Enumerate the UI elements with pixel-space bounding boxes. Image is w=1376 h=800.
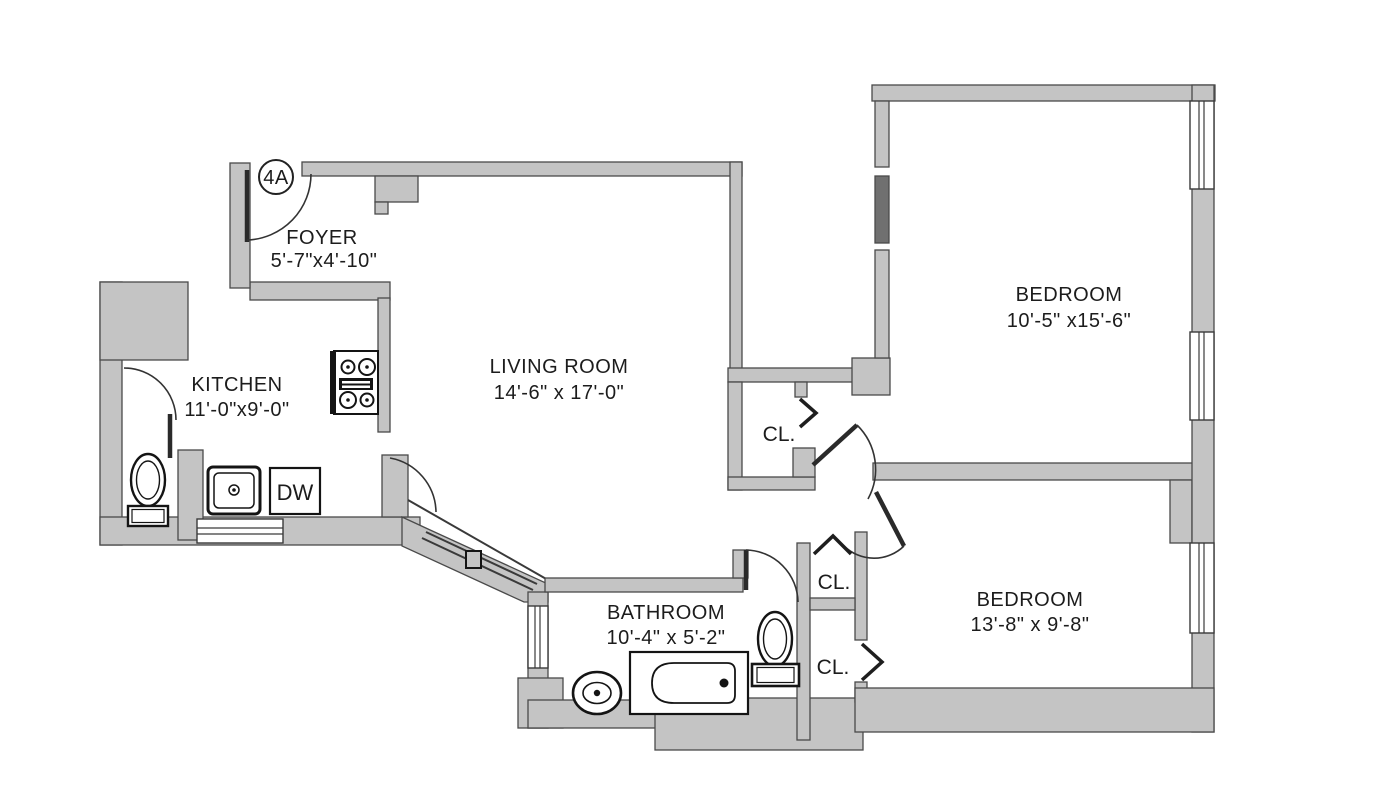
bathtub-icon [628,650,750,716]
room-dims-living-room: 14'-6" x 17'-0" [494,382,625,404]
bedroom1-door-leaf [811,423,859,467]
room-label-foyer: FOYER [286,227,357,249]
wall-hall-corner-block [851,357,891,396]
dishwasher-body [268,466,322,516]
kitchen-passage-swing-arc [389,457,437,513]
window-bathroom [527,605,549,669]
stove-grate [339,378,373,390]
room-dims-bathroom: 10'-4" x 5'-2" [607,627,726,649]
wall-cl1-jamb-block [792,447,816,478]
unit-label: 4A [263,167,289,189]
stove-burner-dot [346,365,350,369]
wall-living-top [301,161,743,177]
wall-bottom-right [854,687,1215,733]
bathroom-sink-icon [571,670,623,716]
window-bedroom1-lower [1189,331,1215,421]
entry-door-swing-arc [246,173,312,241]
wall-cl1-jamb-top [794,381,808,398]
sink-drain-dot [232,488,236,492]
room-label-living-room: LIVING ROOM [490,356,629,378]
bathroom-sink-drain [593,689,601,697]
window-bedroom2 [1189,542,1215,634]
kitchen-sink-icon [206,465,262,516]
wall-cl2-cl3-divider [809,597,856,611]
closet2-bifold-door [812,533,853,556]
room-dims-foyer: 5'-7"x4'-10" [271,250,378,272]
bedroom2-door-swing-arc [843,545,905,559]
wall-bedroom1-left-lower [874,249,890,359]
stove-grate-slot [342,385,370,388]
toilet-icon [126,452,170,528]
wall-diagonal-inner-edge [407,499,549,581]
stove-back-panel [330,351,336,414]
bedroom2-door-leaf [874,490,906,548]
wall-living-right [729,161,743,379]
doors [123,170,906,682]
window-kitchen [196,518,284,544]
wall-bedroom-divider [872,462,1196,481]
wall-cl2-right [854,531,868,641]
labels: 4A FOYER 5'-7"x4'-10" KITCHEN 11'-0"x9'-… [184,159,1131,679]
stove-burner-dot [346,398,350,402]
wall-cl1-bottom [727,476,816,491]
wall-foyer-bottom [249,281,391,301]
wall-hall-top [727,367,858,383]
wall-column [374,175,419,203]
bathtub-basin [651,662,736,704]
wall-wc-top-block [99,281,189,361]
room-dims-bedroom-bottom: 13'-8" x 9'-8" [971,614,1090,636]
pocket-door-icon [465,550,482,569]
closet1-bifold-door [798,397,819,429]
room-dims-bedroom-top: 10'-5" x15'-6" [1007,310,1131,332]
wall-cl1-left [727,381,743,491]
room-label-bedroom-bottom: BEDROOM [977,589,1084,611]
toilet-bowl-inner [762,618,788,660]
wall-lr-corner-block [381,454,409,518]
wall-bathroom-top [544,577,744,593]
closet3-bifold-door [860,642,885,682]
toilet-tank-inner [131,508,165,524]
bedroom1-door-swing-arc [856,424,877,500]
wall-bedroom1-left-dark-segment [874,175,890,244]
closet-label-3: CL. [817,656,850,679]
wall-bedroom1-top [871,84,1216,102]
wall-kitchen-divider [377,297,391,433]
stove-icon [330,350,379,415]
room-label-kitchen: KITCHEN [191,374,282,396]
closet-label-2: CL. [818,571,851,594]
wall-column-stub [374,201,389,215]
window-bedroom1-upper [1189,100,1215,190]
wall-divider-corner [1169,479,1193,544]
toilet-bowl-inner [135,460,161,500]
unit-badge-circle [258,159,294,195]
stove-burner-dot [365,365,369,369]
bathtub-drain [719,678,729,688]
dishwasher: DW [268,466,322,516]
toilet-icon [750,610,801,688]
fixtures: DW [126,350,801,716]
stove-grate-slot [342,381,370,384]
bathroom-door-swing-arc [745,549,799,603]
wc-door-swing-arc [123,367,177,421]
toilet-tank-inner [756,666,795,684]
room-label-bathroom: BATHROOM [607,602,725,624]
dishwasher-label: DW [277,480,314,505]
wall-closet-west [796,542,811,741]
closet-label-1: CL. [763,423,796,446]
room-label-bedroom-top: BEDROOM [1016,284,1123,306]
stove-burner-dot [365,398,369,402]
windows [196,100,1215,669]
room-dims-kitchen: 11'-0"x9'-0" [184,399,289,421]
wall-bedroom1-left-upper [874,100,890,168]
